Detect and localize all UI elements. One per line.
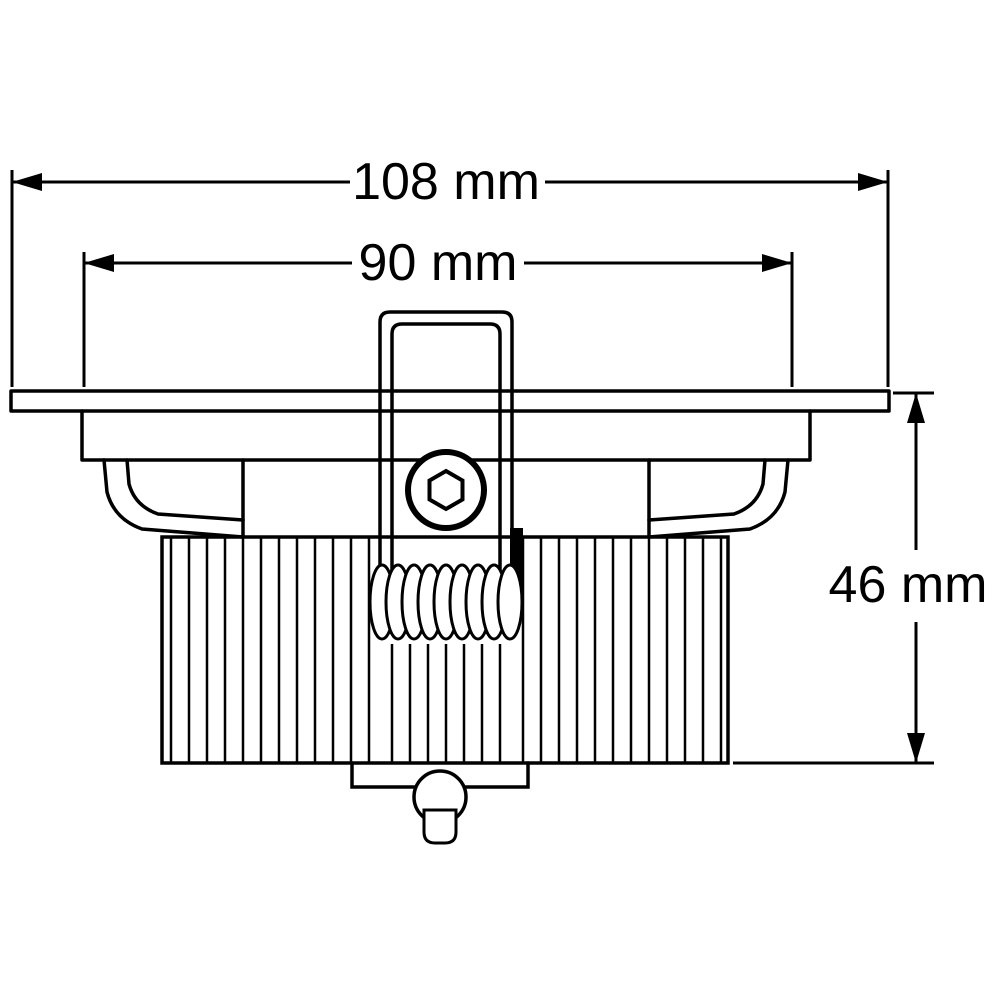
arrow-right-icon: [858, 173, 888, 191]
heatsink-fins-right: [521, 537, 723, 763]
trim-wedge-right-outer: [647, 458, 790, 539]
connector-stem: [422, 808, 458, 845]
fixture-trim: [102, 458, 790, 539]
fixture-drawing: 108 mm 90 mm 46 mm: [9, 153, 988, 845]
trim-wedge-left-outer: [102, 458, 245, 539]
fixture-heatsink: [160, 535, 730, 765]
arrow-down-icon: [907, 733, 925, 763]
extension-lines-90: [82, 252, 794, 387]
height-label: 46 mm: [829, 556, 988, 614]
dimension-overall-width: 108 mm: [10, 153, 890, 387]
bottom-connector: [350, 761, 530, 845]
overall-width-label: 108 mm: [352, 153, 540, 211]
arrow-up-icon: [907, 393, 925, 423]
extension-lines-46: [733, 391, 934, 765]
fixture-flange: [9, 389, 891, 413]
trim-wedge-right-inner: [647, 458, 767, 522]
spring-bracket-outer: [378, 310, 514, 572]
dimension-height: 46 mm: [733, 391, 988, 765]
spring-clip: [368, 310, 524, 641]
hex-socket-icon: [427, 468, 465, 512]
heatsink-fins-left: [169, 537, 371, 763]
inner-width-label: 90 mm: [359, 234, 518, 292]
arrow-left-icon: [84, 254, 114, 272]
heatsink-fins-center: [390, 644, 502, 763]
flange-plate: [9, 389, 891, 413]
heatsink-body: [160, 535, 730, 765]
trim-wedge-left-inner: [125, 458, 245, 522]
arrow-right-icon: [762, 254, 792, 272]
spring-coil: [368, 563, 524, 641]
dimension-inner-width: 90 mm: [82, 234, 794, 387]
extension-lines-108: [10, 170, 890, 387]
spring-bracket-inner: [390, 322, 502, 572]
hex-screw: [405, 449, 487, 531]
arrow-left-icon: [12, 173, 42, 191]
